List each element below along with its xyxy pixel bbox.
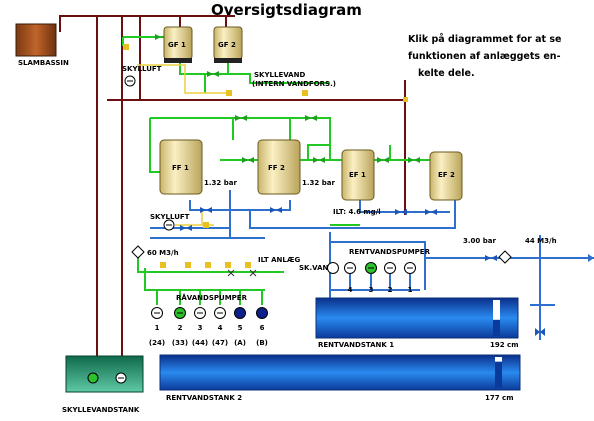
filter-ef2-label: EF 2 [438,171,455,179]
valve[interactable] [123,44,129,50]
slambassin[interactable] [15,23,57,57]
clean-pumps[interactable]: 4 3 2 1 [327,262,416,295]
page-title: Oversigtsdiagram [211,1,362,19]
flow-meter-left[interactable] [131,245,145,259]
valve[interactable] [535,328,545,336]
valve[interactable] [235,115,247,121]
tank-1-level: 192 cm [490,341,519,349]
filter-ef2[interactable]: EF 2 [429,151,463,201]
clean-pump-number: 3 [369,286,374,294]
valve[interactable] [408,157,420,163]
clean-water-pipes [150,190,594,340]
outlet-arrow-icon [588,254,594,262]
valve[interactable] [305,115,317,121]
valve[interactable] [245,262,251,268]
ilt-anlaeg-label: ILT ANLÆG [258,256,300,264]
skyllevand-sublabel: (INTERN VANDFORS.) [252,80,336,88]
outlet-flow-meter[interactable] [498,250,512,264]
skyllevand-pump[interactable] [327,262,339,274]
rentvandstank-2[interactable] [159,354,521,391]
valve[interactable] [403,97,408,102]
clean-pump-number: 4 [348,286,353,294]
valve[interactable] [302,90,308,96]
instruction-line-3: kelte dele. [418,68,475,79]
tank-2-level: 177 cm [485,394,514,402]
clean-water-valves[interactable] [180,207,545,336]
valve[interactable] [207,71,219,77]
filter-gf2[interactable]: GF 2 [213,26,243,63]
skyllevand-label: SKYLLEVAND [254,71,305,79]
raw-pump-5[interactable] [234,307,246,319]
filter-ff2[interactable]: FF 2 [257,139,301,195]
outlet-pressure: 3.00 bar [463,237,496,245]
slambassin-label: SLAMBASSIN [18,59,69,67]
ff2-pressure: 1.32 bar [302,179,335,187]
skvand-label: SK.VAND [299,264,334,272]
instruction-line-2: funktionen af anlæggets en- [408,51,561,62]
raw-pump-value: (47) [212,339,228,347]
rentvandstank-1[interactable] [315,297,519,339]
raw-pump-value: (B) [256,339,268,347]
raw-pump-number: 2 [178,324,183,332]
valve[interactable] [242,157,254,163]
filter-ff1-label: FF 1 [172,164,189,172]
valve[interactable] [185,262,191,268]
raw-pump-value: (24) [149,339,165,347]
valve[interactable] [395,209,407,215]
valve[interactable] [160,262,166,268]
skylluft-top-label: SKYLLUFT [122,65,162,73]
raw-pump-number: 1 [155,324,160,332]
sludge-pipes [59,15,406,368]
rentvandspumper-label: RENTVANDSPUMPER [349,248,431,256]
rentvandstank-1-label: RENTVANDSTANK 1 [318,341,394,349]
ilt-valves[interactable] [227,269,257,277]
valve[interactable] [225,262,231,268]
ilt-value: ILT: 4.6 mg/l [333,208,381,216]
valve[interactable] [270,207,282,213]
filter-ff2-label: FF 2 [268,164,285,172]
valve[interactable] [425,209,437,215]
valve[interactable] [203,222,209,228]
raw-pumps[interactable]: 1 (24) 2 (33) 3 (44) 4 (47) 5 (A) 6 (B) [149,307,268,348]
valve[interactable] [226,90,232,96]
rentvandstank-2-label: RENTVANDSTANK 2 [166,394,242,402]
filter-gf2-label: GF 2 [218,41,236,49]
filter-ef1-label: EF 1 [349,171,366,179]
raw-pump-value: (33) [172,339,188,347]
skyllevandstank[interactable] [65,355,144,393]
raw-pump-number: 5 [238,324,243,332]
skyllevandstank-label: SKYLLEVANDSTANK [62,406,140,414]
raw-pump-number: 3 [198,324,203,332]
filter-ff1[interactable]: FF 1 [159,139,203,195]
raw-pump-value: (44) [192,339,208,347]
level-fill-tank-1 [493,319,500,336]
valve[interactable] [180,225,192,231]
raw-pump-number: 6 [260,324,265,332]
instruction-line-1: Klik på diagrammet for at se [408,34,561,45]
valve[interactable] [205,262,211,268]
raw-pump-number: 4 [218,324,223,332]
filter-gf1-label: GF 1 [168,41,186,49]
level-gauge-tank-1 [493,300,500,336]
filter-ef1[interactable]: EF 1 [341,149,375,201]
raavandspumper-label: RÅVANDSPUMPER [176,293,248,302]
skylluft-mid-label: SKYLLUFT [150,213,190,221]
level-fill-tank-2 [495,361,502,388]
clean-pump-number: 1 [408,286,413,294]
filter-gf1[interactable]: GF 1 [163,26,193,63]
ff1-pressure: 1.32 bar [204,179,237,187]
raw-pump-6[interactable] [256,307,268,319]
valve[interactable] [313,157,325,163]
flow-left-value: 60 M3/h [147,249,179,257]
clean-pump-number: 2 [388,286,393,294]
valve[interactable] [377,157,389,163]
valve[interactable] [200,207,212,213]
outlet-flow: 44 M3/h [525,237,557,245]
raw-pump-value: (A) [234,339,246,347]
close-icon [227,269,235,277]
close-icon [249,269,257,277]
valve[interactable] [485,255,497,261]
